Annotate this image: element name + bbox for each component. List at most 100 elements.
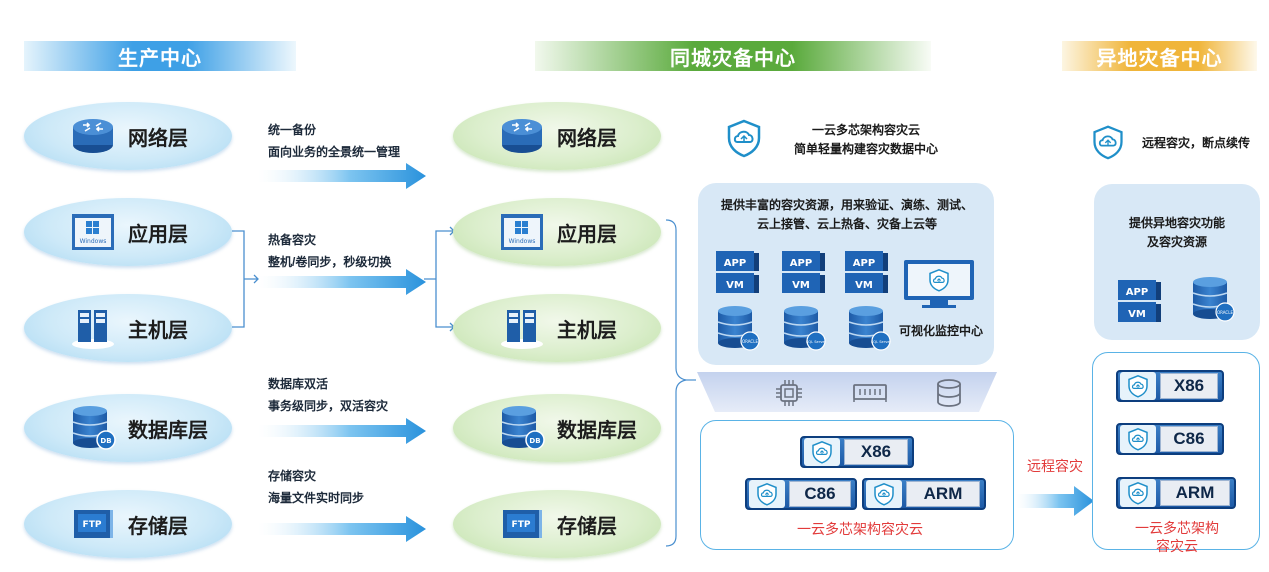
city-layer-host: 主机层 (453, 294, 661, 362)
layer-label: 主机层 (557, 319, 617, 342)
windows-icon-text: Windows (509, 238, 536, 245)
layer-label: 主机层 (128, 319, 188, 342)
remote-center-title: 异地灾备中心 (1096, 47, 1223, 70)
city-resources-line2: 云上接管、云上热备、灾备上云等 (756, 217, 937, 231)
city-resources-text: 提供丰富的容灾资源，用来验证、演练、测试、 云上接管、云上热备、灾备上云等 (700, 196, 994, 234)
server-host-icon (499, 308, 545, 349)
flow-unified-backup: 统一备份 面向业务的全景统一管理 (268, 119, 400, 163)
production-center-banner: 生产中心 (24, 41, 296, 71)
database-icon: DB (499, 405, 545, 450)
app-vm-icon: APP VM (1118, 280, 1161, 322)
visual-monitor-label: 可视化监控中心 (899, 324, 984, 338)
ftp-storage-icon: FTP (70, 504, 116, 544)
chip-label: X86 (844, 439, 908, 465)
city-layer-application: Windows 应用层 (453, 198, 661, 266)
remote-cloud-label: 一云多芯架构 容灾云 (1094, 519, 1260, 555)
database-icon: DB (70, 405, 116, 450)
chip-c86: C86 (745, 478, 857, 510)
flow-arrow (258, 516, 426, 542)
ftp-icon-text: FTP (512, 520, 531, 530)
remote-dr-arrow (1016, 486, 1094, 516)
db-icon-text: DB (529, 437, 540, 445)
oracle-database-icon: ORACLE (1192, 276, 1235, 322)
remote-function-text: 提供异地容灾功能 及容灾资源 (1094, 214, 1260, 252)
flow-desc: 面向业务的全景统一管理 (268, 145, 401, 159)
app-vm-icon: APP VM (782, 251, 825, 293)
flow-title: 热备容灾 (268, 233, 317, 247)
production-center-title: 生产中心 (118, 47, 202, 70)
chip-arm: ARM (1116, 477, 1236, 509)
chip-label: ARM (1160, 480, 1230, 506)
city-layer-database: DB 数据库层 (453, 394, 661, 462)
remote-dr-link-label: 远程容灾 (1027, 458, 1083, 474)
memory-module-icon (853, 384, 887, 402)
production-layer-storage: FTP 存储层 (24, 490, 232, 558)
network-switch-icon (70, 116, 116, 156)
shield-cloud-icon (1128, 428, 1148, 451)
hardware-resource-strip (697, 372, 997, 412)
ftp-storage-icon: FTP (499, 504, 545, 544)
city-slogan-line1: 一云多芯架构容灾云 (811, 123, 920, 137)
vm-text: VM (726, 280, 744, 291)
production-layer-host: 主机层 (24, 294, 232, 362)
layer-label: 存储层 (557, 515, 617, 538)
app-vm-icon: APP VM (716, 251, 759, 293)
shield-cloud-icon (874, 483, 894, 506)
remote-slogan: 远程容灾，断点续传 (1142, 136, 1251, 150)
server-host-icon (70, 308, 116, 349)
city-layer-storage: FTP 存储层 (453, 490, 661, 558)
remote-function-line2: 及容灾资源 (1146, 235, 1207, 249)
app-text: APP (1126, 287, 1148, 298)
ftp-icon-text: FTP (83, 520, 102, 530)
shield-cloud-icon (757, 483, 777, 506)
shield-cloud-icon (1128, 482, 1148, 505)
flow-title: 存储容灾 (268, 469, 317, 483)
sql-server-icon-text: SQL Server (871, 340, 892, 344)
chip-label: C86 (1160, 426, 1218, 452)
vm-text: VM (1128, 309, 1146, 320)
db-icon-text: DB (100, 437, 111, 445)
flow-arrow (258, 163, 426, 189)
chip-x86: X86 (800, 436, 914, 468)
layer-label: 存储层 (128, 515, 188, 538)
flow-arrow (258, 418, 426, 444)
app-vm-icon: APP VM (845, 251, 888, 293)
app-text: APP (724, 258, 746, 269)
shield-cloud-icon (812, 441, 832, 464)
production-layer-database: DB 数据库层 (24, 394, 232, 462)
sql-server-database-icon: SQL Server (848, 305, 892, 351)
flow-desc: 海量文件实时同步 (268, 491, 365, 505)
layer-label: 应用层 (557, 223, 617, 246)
shield-cloud-icon (727, 119, 761, 158)
production-layer-application: Windows 应用层 (24, 198, 232, 266)
sql-server-database-icon: SQL Server (783, 305, 827, 351)
city-bracket-connector (424, 226, 455, 332)
remote-cloud-line1: 一云多芯架构 (1135, 520, 1219, 536)
city-layers-bracket (665, 219, 696, 547)
app-text: APP (790, 258, 812, 269)
remote-function-line1: 提供异地容灾功能 (1128, 216, 1225, 230)
remote-cloud-line2: 容灾云 (1156, 538, 1198, 554)
flow-hot-standby: 热备容灾 整机/卷同步，秒级切换 (268, 229, 391, 273)
chip-x86: X86 (1116, 370, 1224, 402)
city-layer-network: 网络层 (453, 102, 661, 170)
city-cloud-label: 一云多芯架构容灾云 (797, 521, 923, 537)
oracle-icon-text: ORACLE (742, 339, 758, 344)
flow-desc: 事务级同步，双活容灾 (268, 399, 389, 413)
remote-center-banner: 异地灾备中心 (1062, 41, 1257, 71)
flow-title: 数据库双活 (268, 377, 329, 391)
flow-storage-dr: 存储容灾 海量文件实时同步 (268, 465, 364, 509)
sql-server-icon-text: SQL Server (806, 340, 827, 344)
oracle-database-icon: ORACLE (717, 305, 760, 351)
same-city-center-title: 同城灾备中心 (670, 47, 796, 70)
network-switch-icon (499, 116, 545, 156)
shield-cloud-icon (1128, 375, 1148, 398)
layer-label: 网络层 (128, 127, 188, 150)
flow-db-active-active: 数据库双活 事务级同步，双活容灾 (268, 373, 388, 417)
windows-window-icon: Windows (499, 212, 545, 252)
layer-label: 数据库层 (128, 419, 208, 442)
app-text: APP (853, 258, 875, 269)
city-slogan: 一云多芯架构容灾云 简单轻量构建容灾数据中心 (768, 121, 964, 159)
flow-arrow (258, 269, 426, 295)
oracle-icon-text: ORACLE (1217, 310, 1233, 315)
